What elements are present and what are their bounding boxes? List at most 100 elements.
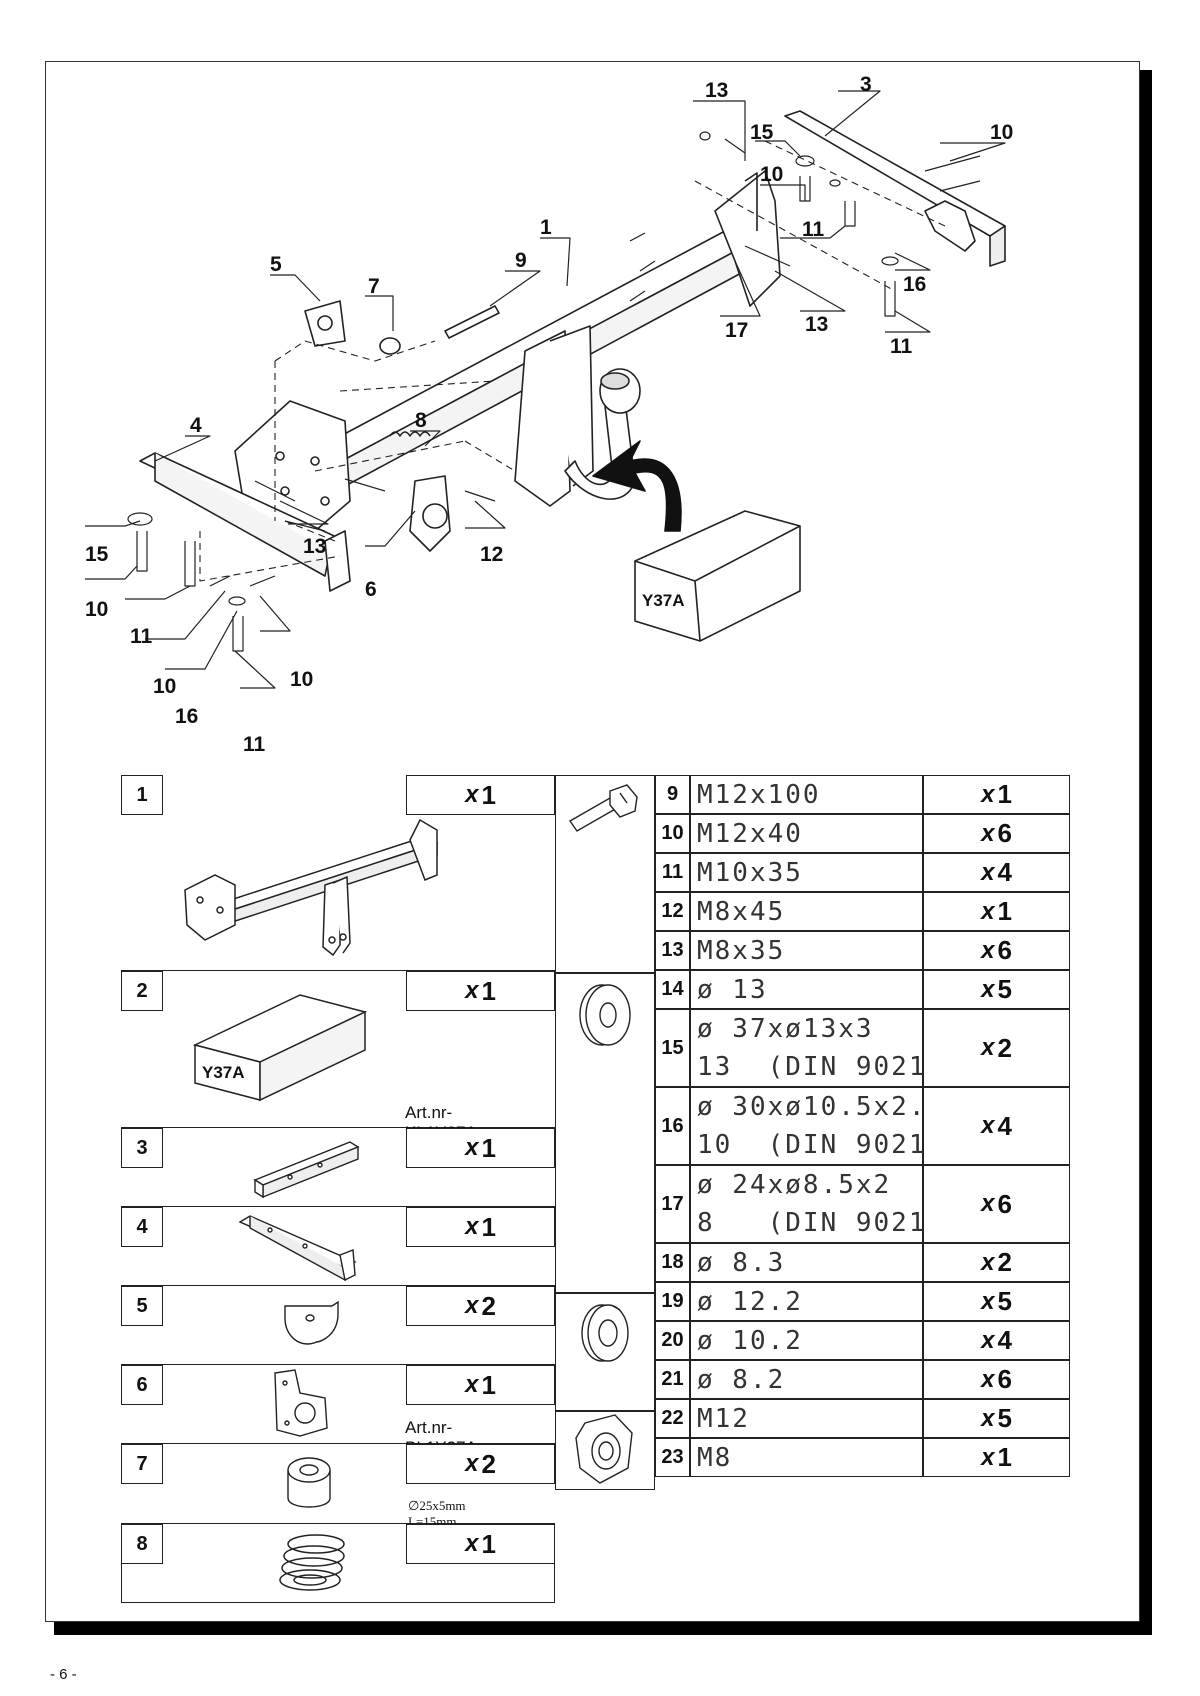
nut-icon	[575, 1414, 633, 1484]
callout-16b: 16	[175, 705, 198, 728]
fastener-number: 21	[655, 1360, 690, 1399]
qty-value: 1	[997, 1442, 1012, 1472]
callout-10e: 10	[290, 668, 313, 691]
qty-prefix: x	[981, 975, 995, 1003]
fastener-description: ø 8.3	[690, 1243, 923, 1282]
fastener-description-line: M12x100	[697, 779, 821, 810]
qty-value: 6	[997, 935, 1012, 965]
part-2-illustration: Y37A	[192, 994, 368, 1102]
callout-13a: 13	[705, 79, 728, 102]
fastener-description-line: ø 13	[697, 974, 768, 1005]
callout-13c: 13	[303, 535, 326, 558]
part-3-illustration	[253, 1141, 360, 1199]
fastener-description-line: M8x35	[697, 935, 786, 966]
fastener-description-line: 13 (DIN 9021)	[697, 1052, 945, 1082]
qty-value: 5	[997, 974, 1012, 1004]
fastener-description: ø 8.2	[690, 1360, 923, 1399]
qty-prefix: x	[981, 1443, 995, 1471]
qty-value: 5	[997, 1403, 1012, 1433]
callout-17: 17	[725, 319, 748, 342]
qty-prefix: x	[981, 1287, 995, 1315]
callout-4: 4	[190, 414, 202, 437]
part-8-number: 8	[121, 1524, 163, 1564]
fastener-description-line: M12x40	[697, 818, 803, 849]
callout-10c: 10	[85, 598, 108, 621]
fastener-number: 11	[655, 853, 690, 892]
fastener-description: ø 10.2	[690, 1321, 923, 1360]
qty-prefix: x	[981, 1365, 995, 1393]
callout-10d: 10	[153, 675, 176, 698]
part-1-illustration	[184, 818, 439, 957]
bolt-icon	[568, 784, 638, 832]
callout-5: 5	[270, 253, 282, 276]
fastener-description-line: 10 (DIN 9021)	[697, 1130, 945, 1160]
callout-10b: 10	[760, 163, 783, 186]
qty-prefix: x	[981, 1190, 995, 1217]
spring-washer-icon	[581, 1304, 629, 1362]
callout-11d: 11	[243, 733, 266, 756]
fastener-description: M8	[690, 1438, 923, 1477]
part-8-illustration	[279, 1534, 345, 1591]
fastener-description: ø 13	[690, 970, 923, 1009]
qty-prefix: x	[981, 819, 995, 847]
callout-3: 3	[860, 73, 872, 96]
fastener-description-line: ø 12.2	[697, 1286, 803, 1317]
qty-prefix: x	[981, 1404, 995, 1432]
fastener-number: 16	[655, 1087, 690, 1165]
flat-washer-icon	[579, 984, 631, 1046]
callout-6: 6	[365, 578, 377, 601]
fastener-description: ø 12.2	[690, 1282, 923, 1321]
fastener-description-line: M10x35	[697, 857, 803, 888]
assembly-guides	[199, 140, 946, 582]
callout-9: 9	[515, 249, 527, 272]
fastener-description: M8x45	[690, 892, 923, 931]
part-8-spring	[389, 431, 431, 437]
callout-15a: 15	[750, 121, 774, 144]
qty-prefix: x	[981, 897, 995, 925]
part-4-number: 4	[121, 1207, 163, 1247]
qty-value: 6	[997, 1364, 1012, 1394]
fastener-description-line: ø 8.3	[697, 1247, 786, 1278]
fastener-number: 12	[655, 892, 690, 931]
qty-prefix: x	[981, 780, 995, 808]
qty-prefix: x	[981, 858, 995, 886]
page-number: - 6 -	[50, 1666, 77, 1683]
qty-prefix: x	[981, 1034, 995, 1061]
fastener-number: 17	[655, 1165, 690, 1243]
callout-leaders	[85, 90, 1006, 689]
fastener-number: 15	[655, 1009, 690, 1087]
callout-8: 8	[415, 409, 427, 432]
qty-prefix: x	[981, 1112, 995, 1139]
fastener-description-line: M8x45	[697, 896, 786, 927]
callout-13b: 13	[805, 313, 828, 336]
callout-15b: 15	[85, 543, 109, 566]
qty-value: 2	[997, 1032, 1012, 1063]
diagram-box-label: Y37A	[642, 591, 685, 610]
part-7-illustration	[287, 1457, 331, 1508]
qty-value: 5	[997, 1286, 1012, 1316]
fastener-description: M12x40	[690, 814, 923, 853]
part-1-number: 1	[121, 775, 163, 815]
fastener-description: M8x35	[690, 931, 923, 970]
qty-value: 4	[997, 1325, 1012, 1355]
fastener-number: 9	[655, 775, 690, 814]
fastener-description: M10x35	[690, 853, 923, 892]
callout-1: 1	[540, 216, 552, 239]
qty-value: 1	[997, 779, 1012, 809]
qty-value: 6	[997, 818, 1012, 848]
fastener-number: 13	[655, 931, 690, 970]
